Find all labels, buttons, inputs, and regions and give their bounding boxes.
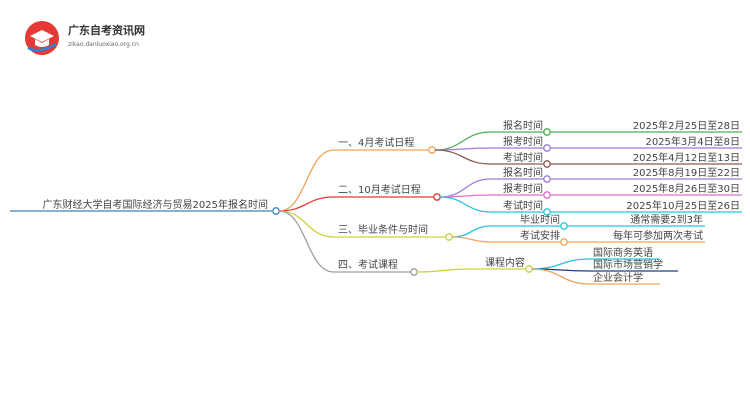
child-connector xyxy=(434,149,492,165)
child-connector xyxy=(439,196,492,213)
branch-1-label: 一、4月考试日程 xyxy=(338,136,414,149)
root-topic: 广东财经大学自考国际经济与贸易2025年报名时间 xyxy=(43,198,268,211)
item-label: 国际市场营销学 xyxy=(593,258,663,271)
child-label: 考试时间 xyxy=(503,151,543,164)
value-label: 2025年3月4日至8日 xyxy=(645,135,740,148)
child-node xyxy=(543,144,551,152)
child-node xyxy=(543,175,551,183)
root-node xyxy=(272,207,280,215)
branch-3-node xyxy=(445,233,453,241)
branch-connector xyxy=(278,196,335,212)
value-label: 通常需要2到3年 xyxy=(630,213,703,226)
child-label: 报名时间 xyxy=(503,166,543,179)
item-label: 国际商务英语 xyxy=(593,246,653,259)
child-label: 报名时间 xyxy=(503,119,543,132)
child-node xyxy=(525,265,533,273)
branch-connector xyxy=(278,210,335,273)
branch-connector xyxy=(278,210,335,238)
graduation-cap-icon xyxy=(25,21,59,55)
child-node xyxy=(560,238,568,246)
branch-2-node xyxy=(433,193,441,201)
child-connector xyxy=(439,178,492,198)
child-node xyxy=(543,128,551,136)
child-node xyxy=(560,222,568,230)
value-label: 每年可参加两次考试 xyxy=(613,229,703,242)
site-logo: 广东自考资讯网 zikao.danluoxiao.org.cn xyxy=(22,16,172,60)
child-label: 考试时间 xyxy=(503,199,543,212)
child-connector xyxy=(451,225,492,238)
value-label: 2025年4月12日至13日 xyxy=(633,151,740,164)
child-connector xyxy=(416,268,471,273)
item-label: 企业会计学 xyxy=(593,271,643,284)
child-label: 课程内容 xyxy=(485,256,525,269)
branch-connector xyxy=(278,149,335,212)
branch-1-node xyxy=(428,146,436,154)
child-connector xyxy=(451,236,492,243)
child-label: 考试安排 xyxy=(520,229,560,242)
item-connector xyxy=(531,268,591,285)
branch-3-label: 三、毕业条件与时间 xyxy=(338,223,428,236)
branch-4-node xyxy=(410,268,418,276)
child-label: 报考时间 xyxy=(503,182,543,195)
site-title: 广东自考资讯网 xyxy=(68,24,145,37)
site-subtitle: zikao.danluoxiao.org.cn xyxy=(68,41,139,48)
child-node xyxy=(543,191,551,199)
branch-4-label: 四、考试课程 xyxy=(338,258,398,271)
child-connector xyxy=(434,131,492,151)
child-label: 毕业时间 xyxy=(520,213,560,226)
branch-2-label: 二、10月考试日程 xyxy=(338,183,421,196)
item-connector xyxy=(531,258,591,270)
value-label: 2025年8月26日至30日 xyxy=(633,182,740,195)
child-label: 报考时间 xyxy=(503,135,543,148)
child-node xyxy=(543,160,551,168)
value-label: 2025年10月25日至26日 xyxy=(626,199,740,212)
value-label: 2025年8月19日至22日 xyxy=(633,166,740,179)
value-label: 2025年2月25日至28日 xyxy=(633,119,740,132)
